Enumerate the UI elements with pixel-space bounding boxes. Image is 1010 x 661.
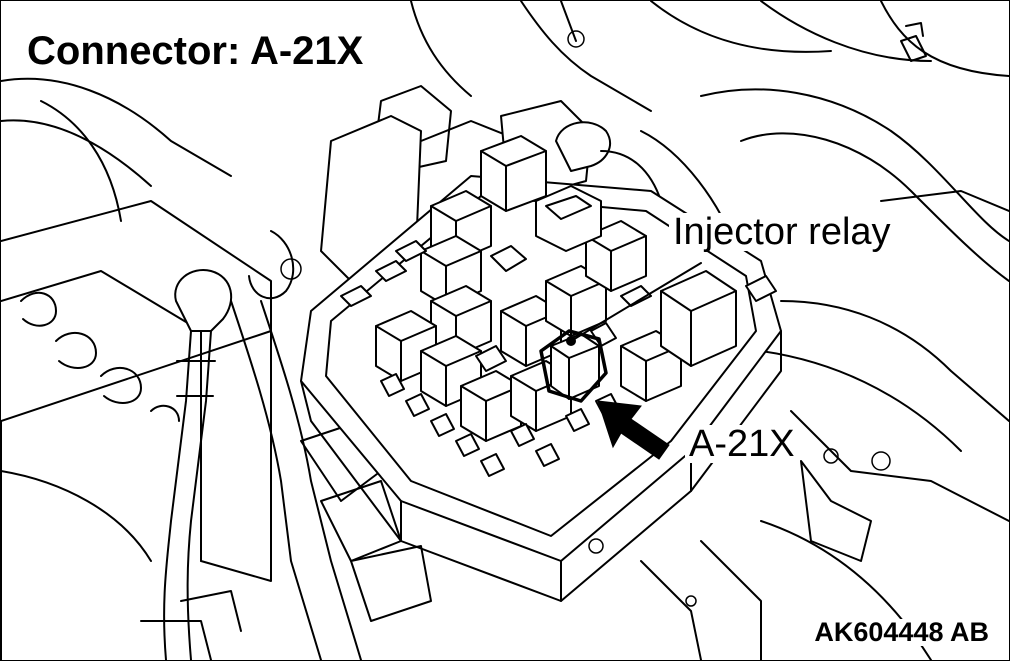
relays [340,135,777,477]
connector-label: A-21X [685,425,799,463]
connector-arrow [597,400,670,460]
injector-relay-label: Injector relay [669,213,895,251]
relay-13 [660,270,737,367]
page-title: Connector: A-21X [23,29,370,75]
figure-code: AK604448 AB [812,617,991,647]
injector-relay [539,329,608,403]
relay-11 [585,220,647,292]
relay-9 [545,265,607,337]
battery-cable [163,269,232,660]
relay-14 [535,185,602,252]
connector-a21x-outline [539,329,608,403]
relay-1 [480,135,547,212]
relay-leader [566,262,702,346]
